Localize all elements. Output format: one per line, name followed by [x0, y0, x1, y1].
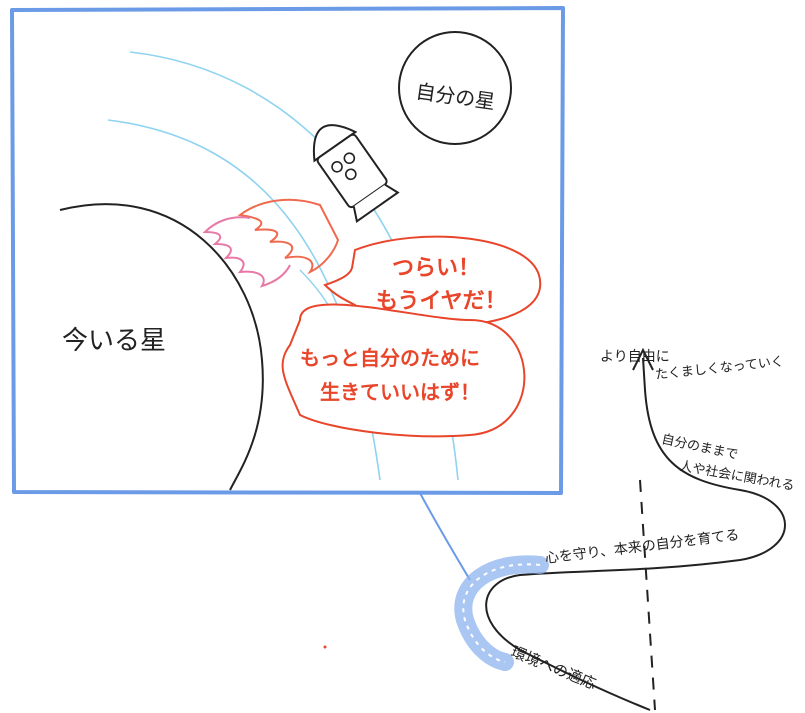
rocket-icon [312, 124, 400, 223]
arrow-up-icon [632, 347, 654, 371]
speech-2-line-2: 生きていいはず！ [320, 380, 480, 404]
journey-path [485, 357, 786, 711]
reference-dashed-line [639, 479, 656, 711]
speech-2-line-1: もっと自分のために [300, 346, 480, 370]
adaptation-band [454, 555, 549, 671]
scene-frame [10, 6, 565, 495]
speech-1-line-1: つらい！ [392, 256, 481, 281]
current-planet-label: 今いる星 [62, 326, 167, 356]
speech-bubble-2 [281, 303, 526, 438]
current-planet [59, 203, 264, 491]
stray-mark [323, 645, 327, 649]
own-planet [398, 31, 512, 145]
freedom-label-1: より自由に [600, 349, 670, 365]
speech-1-line-2: もうイヤだ！ [376, 289, 507, 314]
frame-connector [419, 492, 471, 581]
flame-icon [202, 198, 340, 288]
